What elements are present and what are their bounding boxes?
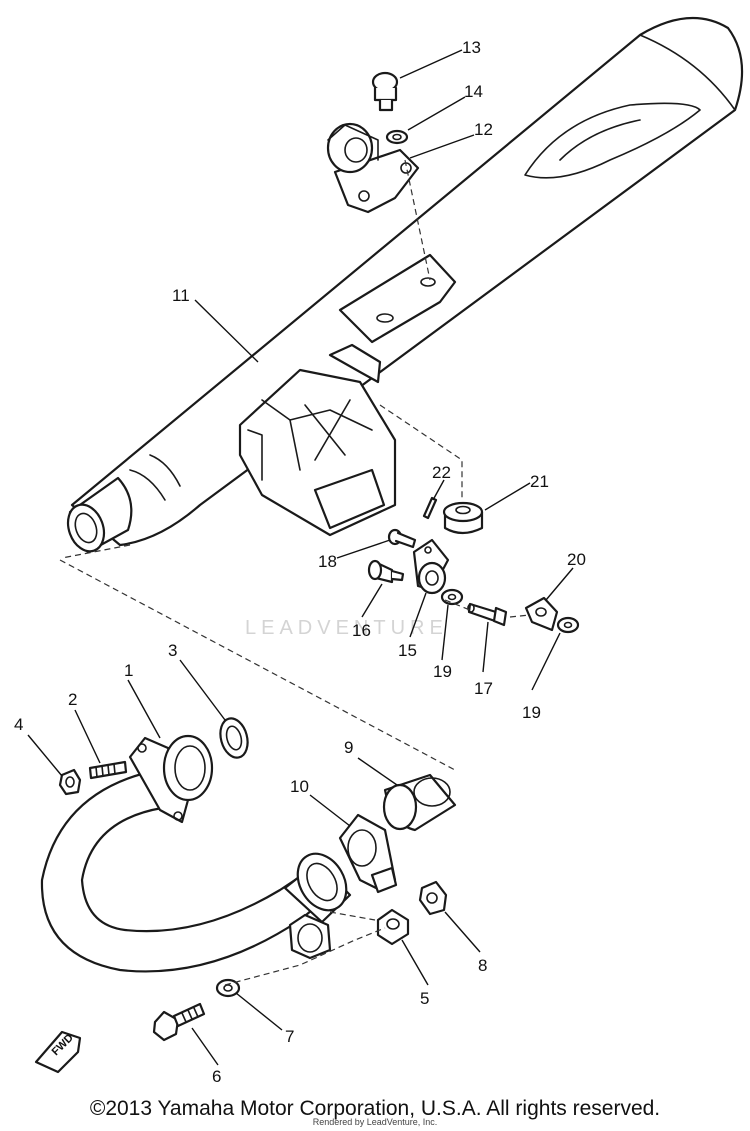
rendered-by-text: Rendered by LeadVenture, Inc. bbox=[312, 1117, 438, 1127]
exhaust-flange bbox=[128, 734, 214, 824]
watermark-text: LEADVENTURE bbox=[245, 617, 448, 639]
callout-8: 8 bbox=[478, 956, 487, 975]
callout-1: 1 bbox=[124, 661, 133, 680]
washer-14[interactable] bbox=[385, 129, 409, 145]
callout-18: 18 bbox=[318, 552, 337, 571]
callout-20: 20 bbox=[567, 550, 586, 569]
pipe-clamp bbox=[288, 913, 332, 960]
callout-2: 2 bbox=[68, 690, 77, 709]
callout-5: 5 bbox=[420, 989, 429, 1008]
damper-15[interactable] bbox=[412, 538, 450, 595]
callout-15: 15 bbox=[398, 641, 417, 660]
exhaust-pipe[interactable] bbox=[40, 768, 356, 973]
callout-7: 7 bbox=[285, 1027, 294, 1046]
washer-19a[interactable] bbox=[440, 588, 464, 606]
assembly-lines bbox=[59, 159, 531, 986]
pin-22[interactable] bbox=[422, 496, 438, 520]
stud-bolt-2[interactable] bbox=[88, 760, 128, 780]
washer-7[interactable] bbox=[215, 978, 241, 998]
callout-22: 22 bbox=[432, 463, 451, 482]
muffler-bracket bbox=[328, 253, 457, 384]
muffler-front-box bbox=[238, 368, 397, 537]
bolt-17[interactable] bbox=[467, 602, 508, 627]
bolt-16[interactable] bbox=[367, 559, 405, 584]
washer-19b[interactable] bbox=[556, 616, 580, 634]
callout-numbers: 13 14 12 11 21 22 18 16 15 19 17 20 19 3… bbox=[14, 38, 586, 1086]
callout-10: 10 bbox=[290, 777, 309, 796]
callout-17: 17 bbox=[474, 679, 493, 698]
callout-6: 6 bbox=[212, 1067, 221, 1086]
bolt-18[interactable] bbox=[387, 528, 417, 549]
collar-5[interactable] bbox=[376, 908, 410, 946]
callout-21: 21 bbox=[530, 472, 549, 491]
callout-4: 4 bbox=[14, 715, 23, 734]
leader-lines bbox=[27, 49, 574, 1066]
nut-4[interactable] bbox=[58, 768, 82, 796]
callout-12: 12 bbox=[474, 120, 493, 139]
callout-19b: 19 bbox=[522, 703, 541, 722]
callout-9: 9 bbox=[344, 738, 353, 757]
callout-11: 11 bbox=[172, 286, 190, 305]
bolt-6[interactable] bbox=[152, 1002, 206, 1042]
nut-plate-20[interactable] bbox=[524, 596, 559, 632]
callout-19a: 19 bbox=[433, 662, 452, 681]
gasket-3[interactable] bbox=[216, 715, 251, 760]
grommet-21[interactable] bbox=[442, 501, 484, 535]
copyright-text: ©2013 Yamaha Motor Corporation, U.S.A. A… bbox=[89, 1097, 661, 1120]
fwd-arrow-icon: FWD bbox=[34, 1030, 82, 1074]
joint-sleeve-9[interactable] bbox=[382, 773, 457, 832]
callout-13: 13 bbox=[462, 38, 481, 57]
muffler-hanger-bracket[interactable] bbox=[326, 122, 420, 214]
nut-8[interactable] bbox=[418, 880, 448, 916]
callout-16: 16 bbox=[352, 621, 371, 640]
bolt-13[interactable] bbox=[371, 71, 399, 112]
clamp-10[interactable] bbox=[338, 813, 398, 894]
callout-3: 3 bbox=[168, 641, 177, 660]
callout-14: 14 bbox=[464, 82, 483, 101]
